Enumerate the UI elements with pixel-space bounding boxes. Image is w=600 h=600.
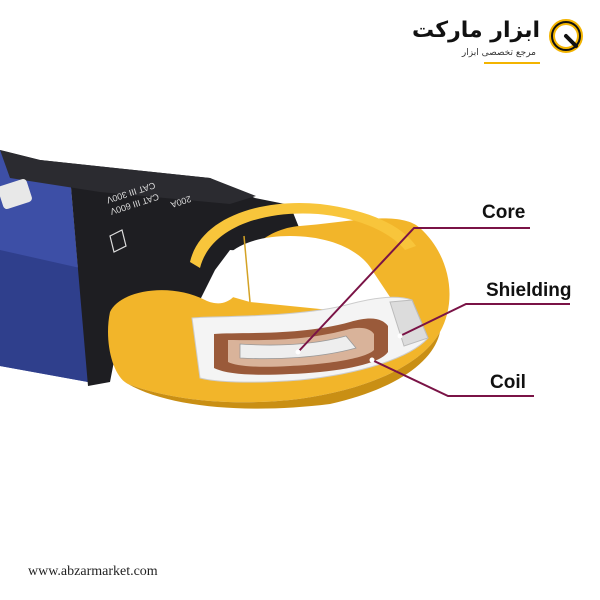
shielding-edge <box>389 299 429 347</box>
website-url: www.abzarmarket.com <box>28 564 158 579</box>
shielding-callout-dot <box>397 333 403 339</box>
core-label: Core <box>482 202 526 223</box>
meter-housing-top <box>0 150 256 204</box>
core-strip <box>239 335 357 360</box>
jaw-seam <box>243 235 251 303</box>
lightning-warning-icon <box>109 229 127 253</box>
meter-housing <box>0 150 300 386</box>
jaw-opening <box>214 236 392 310</box>
clamp-jaw-shadow <box>128 332 440 409</box>
coil-label: Coil <box>490 372 526 393</box>
callout-lines <box>297 227 570 397</box>
wrench-ring-icon <box>549 19 583 53</box>
logo-underline <box>484 62 540 64</box>
coil-callout-dot <box>369 357 375 363</box>
hold-button <box>0 178 32 210</box>
logo-title: ابزار مارکت <box>412 18 540 43</box>
abzarmarket-logo: ابزار مارکت مرجع تخصصی ابزار <box>412 14 588 66</box>
logo-subtitle: مرجع تخصصی ابزار <box>461 48 536 58</box>
jaw-top-ring <box>190 202 416 268</box>
core-callout-dot <box>295 349 301 355</box>
shielding-label: Shielding <box>486 280 572 301</box>
meter-body-blue-shade <box>0 250 88 382</box>
